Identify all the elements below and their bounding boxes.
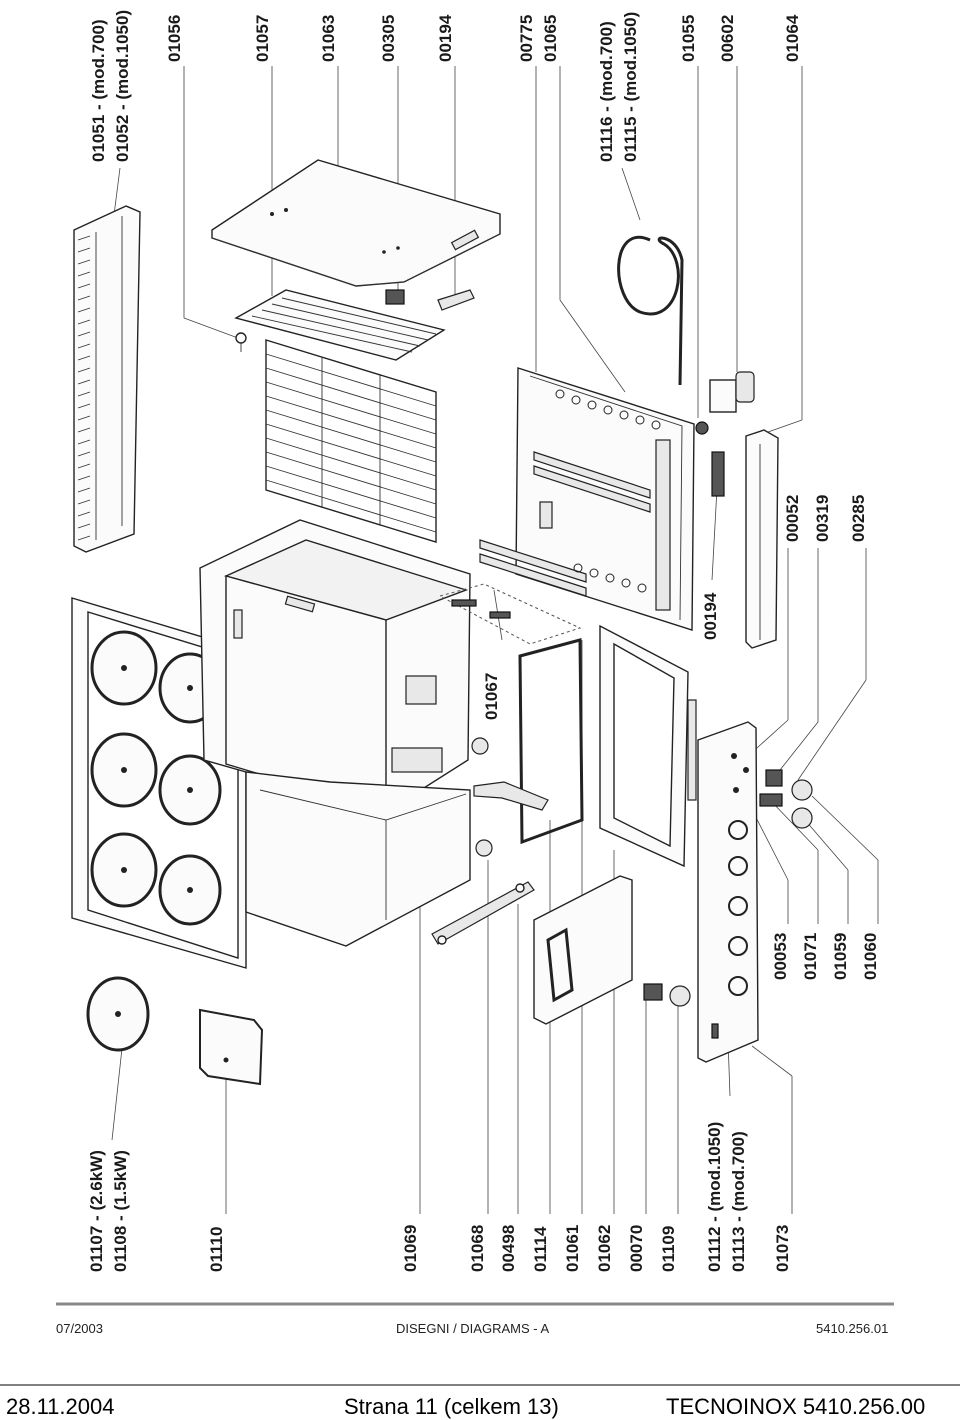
label-01107: 01107 - (2.6kW) <box>87 1150 106 1272</box>
label-01112: 01112 - (mod.1050) <box>705 1122 724 1272</box>
label-00194-top: 00194 <box>436 14 455 62</box>
label-01062: 01062 <box>595 1225 614 1272</box>
label-00053: 00053 <box>771 933 790 980</box>
bottom-labels: 01107 - (2.6kW) 01108 - (1.5kW) 01110 01… <box>87 1122 792 1272</box>
label-01115: 01115 - (mod.1050) <box>621 12 640 162</box>
label-00775: 00775 <box>517 15 536 62</box>
vent-strip-part <box>73 205 141 553</box>
label-01065: 01065 <box>541 15 560 62</box>
label-00070: 00070 <box>627 1225 646 1272</box>
label-01067: 01067 <box>482 673 501 720</box>
seal-group-part <box>438 583 582 645</box>
label-01060: 01060 <box>861 933 880 980</box>
label-01109: 01109 <box>659 1226 678 1272</box>
page-footer-doc: TECNOINOX 5410.256.00 <box>666 1394 925 1419</box>
label-01108: 01108 - (1.5kW) <box>111 1150 130 1272</box>
label-01052: 01052 - (mod.1050) <box>113 10 132 162</box>
label-00498: 00498 <box>499 1225 518 1272</box>
label-00052: 00052 <box>783 495 802 542</box>
label-01064: 01064 <box>783 14 802 62</box>
label-01110: 01110 <box>207 1227 226 1272</box>
door-gasket-part <box>518 638 584 845</box>
single-hotplate-part <box>86 976 150 1052</box>
side-trim-part <box>745 429 779 649</box>
label-01061: 01061 <box>563 1225 582 1272</box>
sheet-footer-date: 07/2003 <box>56 1321 103 1336</box>
square-plate-part <box>199 1008 264 1086</box>
label-01059: 01059 <box>831 933 850 980</box>
label-01057: 01057 <box>253 15 272 62</box>
knob-group <box>728 820 748 996</box>
right-cluster-labels: 00053 01071 01059 01060 <box>771 933 880 980</box>
door-inner-frame-part <box>599 624 697 868</box>
oven-body-part <box>199 519 493 947</box>
label-00194-mid: 00194 <box>701 592 720 640</box>
screw-part <box>235 332 247 352</box>
screw-bracket-part <box>431 881 535 945</box>
hinge-part <box>473 781 549 811</box>
bracket-part <box>437 289 475 311</box>
label-01071: 01071 <box>801 933 820 980</box>
cable-part <box>617 235 684 386</box>
clip-part <box>385 289 405 305</box>
fan-motor-part <box>695 371 755 435</box>
label-01055: 01055 <box>679 15 698 62</box>
label-00319: 00319 <box>813 495 832 542</box>
page-footer-date: 28.11.2004 <box>6 1394 114 1419</box>
label-01114: 01114 <box>531 1226 550 1272</box>
wire-shelf-part <box>265 339 437 543</box>
oven-rear-panel-part <box>479 367 695 631</box>
top-labels: 01051 - (mod.700) 01052 - (mod.1050) 010… <box>89 10 802 162</box>
knob-switch-part <box>643 983 691 1007</box>
terminal-block-part <box>711 451 725 497</box>
label-00285: 00285 <box>849 495 868 542</box>
hotplate-group <box>90 630 222 926</box>
label-00602: 00602 <box>718 15 737 62</box>
label-01056: 01056 <box>165 15 184 62</box>
label-01069: 01069 <box>401 1225 420 1272</box>
label-01063: 01063 <box>319 15 338 62</box>
label-01051: 01051 - (mod.700) <box>89 19 108 162</box>
sheet-footer-title: DISEGNI / DIAGRAMS - A <box>396 1321 549 1336</box>
sheet-footer-code: 5410.256.01 <box>816 1321 888 1336</box>
top-heating-element-part <box>234 289 446 361</box>
label-01068: 01068 <box>468 1225 487 1272</box>
oven-door-part <box>533 875 633 1025</box>
top-cover-part <box>211 159 501 287</box>
label-01116: 01116 - (mod.700) <box>597 21 616 162</box>
oven-lower-box-part <box>245 771 471 947</box>
middle-labels: 00194 00052 00319 00285 01067 <box>482 495 868 720</box>
label-01073: 01073 <box>773 1225 792 1272</box>
small-controls-part <box>759 769 813 829</box>
control-panel-part <box>697 721 759 1063</box>
page-footer-page: Strana 11 (celkem 13) <box>344 1394 559 1419</box>
label-01113: 01113 - (mod.700) <box>729 1131 748 1272</box>
label-00305: 00305 <box>379 15 398 62</box>
